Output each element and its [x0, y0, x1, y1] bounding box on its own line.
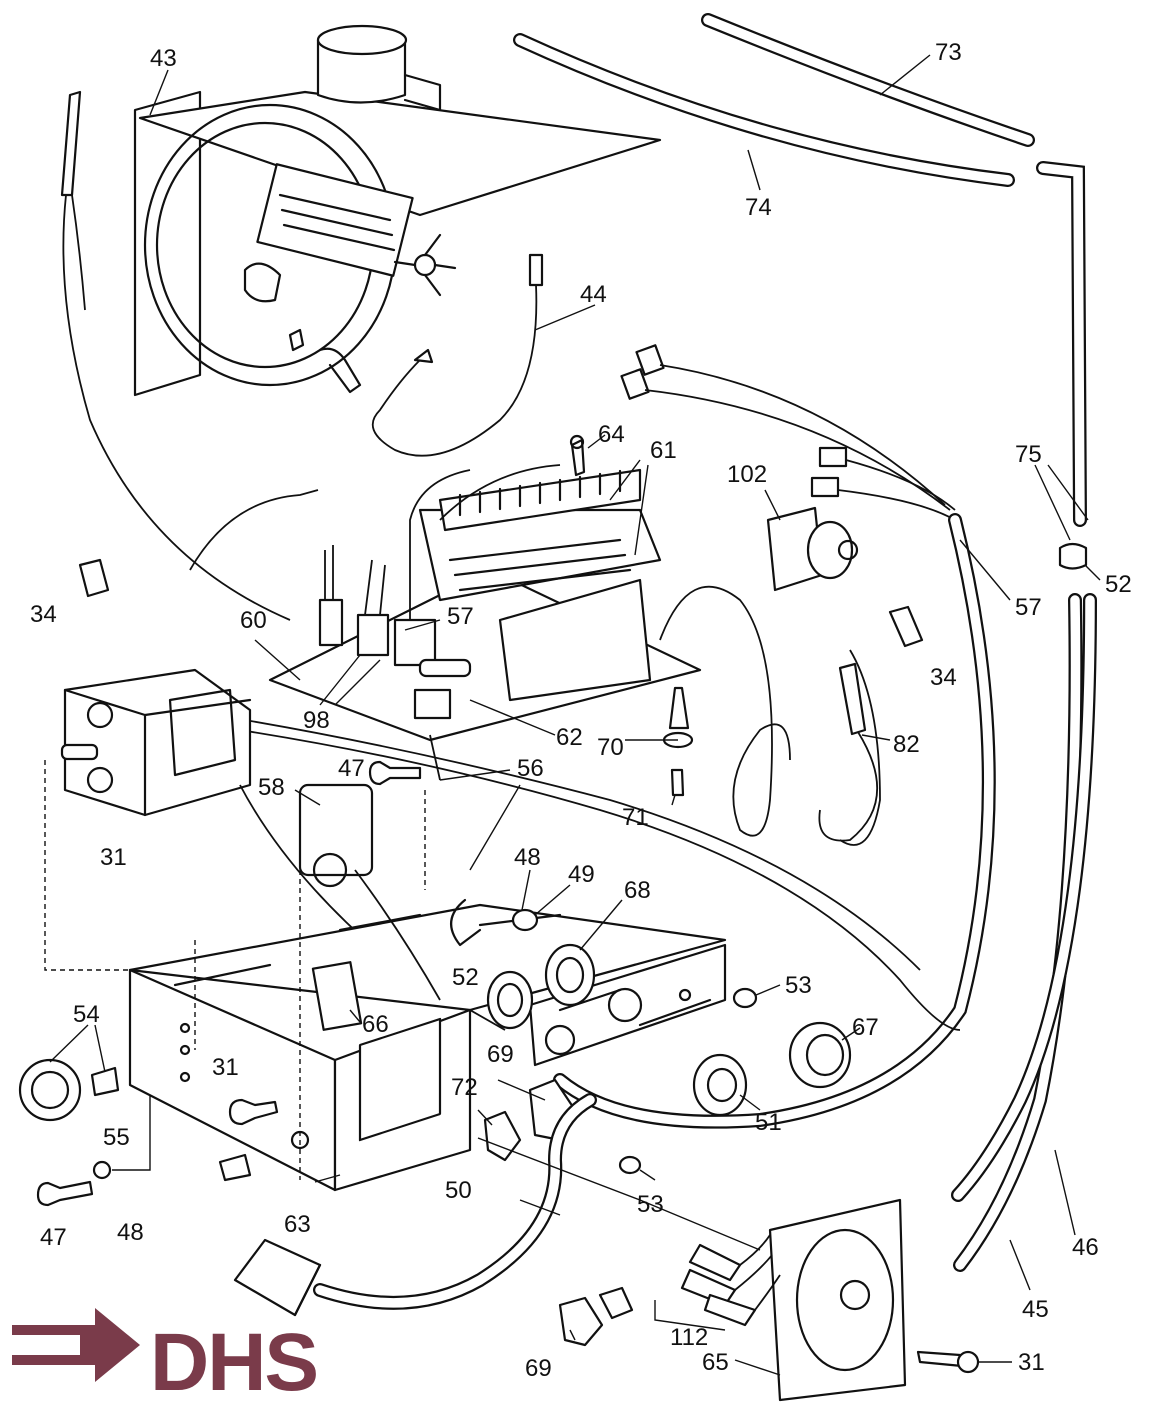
label-34-left: 34 — [30, 601, 57, 628]
label-45: 45 — [1022, 1296, 1049, 1323]
label-46: 46 — [1072, 1234, 1099, 1261]
label-69-upper: 69 — [487, 1041, 514, 1068]
hose-set — [513, 13, 1088, 570]
label-53-bottom: 53 — [637, 1191, 664, 1218]
label-82: 82 — [893, 731, 920, 758]
label-66: 66 — [362, 1011, 389, 1038]
label-72: 72 — [451, 1074, 478, 1101]
control-board — [189, 434, 702, 742]
knob-and-screws — [18, 760, 980, 1374]
label-69-lower: 69 — [525, 1355, 552, 1382]
dhs-logo: DHS — [12, 1308, 319, 1408]
label-98: 98 — [303, 707, 330, 734]
label-55: 55 — [103, 1124, 130, 1151]
label-52-box: 52 — [452, 964, 479, 991]
label-47-bottom: 47 — [40, 1224, 67, 1251]
control-box-63 — [128, 783, 727, 1192]
label-44: 44 — [580, 281, 607, 308]
label-63: 63 — [284, 1211, 311, 1238]
hose-pair — [951, 593, 1097, 1272]
arrow-logo-icon — [12, 1308, 140, 1382]
label-60: 60 — [240, 607, 267, 634]
sensor-lead — [60, 90, 291, 621]
label-64: 64 — [598, 421, 625, 448]
label-49: 49 — [568, 861, 595, 888]
earth-wire — [371, 253, 544, 457]
label-62: 62 — [556, 724, 583, 751]
label-51: 51 — [755, 1109, 782, 1136]
label-67: 67 — [852, 1014, 879, 1041]
grommets — [450, 898, 852, 1175]
label-71: 71 — [622, 804, 649, 831]
label-52-top: 52 — [1105, 571, 1132, 598]
label-70: 70 — [597, 734, 624, 761]
label-75: 75 — [1015, 441, 1042, 468]
label-57-right: 57 — [1015, 594, 1042, 621]
label-31-switch: 31 — [1018, 1349, 1045, 1376]
label-57-board: 57 — [447, 603, 474, 630]
label-73: 73 — [935, 39, 962, 66]
part-labels: 43 73 74 44 64 61 102 75 52 57 34 60 57 … — [30, 39, 1132, 1382]
logo-text: DHS — [150, 1317, 317, 1408]
label-31-box: 31 — [212, 1054, 239, 1081]
thermostat-31 — [44, 668, 506, 1031]
label-43: 43 — [150, 45, 177, 72]
leader-lines — [49, 54, 1101, 1376]
label-50: 50 — [445, 1177, 472, 1204]
screws-70-71 — [662, 686, 694, 797]
label-47-top: 47 — [338, 755, 365, 782]
label-48-top: 48 — [514, 844, 541, 871]
harness — [553, 344, 996, 1129]
label-56: 56 — [517, 755, 544, 782]
power-cord-50 — [233, 1093, 597, 1317]
label-48-bottom: 48 — [117, 1219, 144, 1246]
label-68: 68 — [624, 877, 651, 904]
label-34-right: 34 — [930, 664, 957, 691]
label-102: 102 — [727, 461, 767, 488]
clip-34 — [78, 558, 924, 648]
clips-69-72 — [483, 1078, 634, 1347]
label-31-thermostat: 31 — [100, 844, 127, 871]
pressure-switch-102 — [766, 506, 859, 592]
label-54: 54 — [73, 1001, 100, 1028]
label-65: 65 — [702, 1349, 729, 1376]
label-112: 112 — [670, 1324, 708, 1351]
label-61: 61 — [650, 437, 677, 464]
label-58: 58 — [258, 774, 285, 801]
electrode-82 — [818, 662, 878, 842]
pressure-switch-65 — [654, 1198, 907, 1402]
label-74: 74 — [745, 194, 772, 221]
fan-assembly — [133, 24, 662, 397]
board-wiring — [239, 585, 961, 1031]
label-53-top: 53 — [785, 972, 812, 999]
